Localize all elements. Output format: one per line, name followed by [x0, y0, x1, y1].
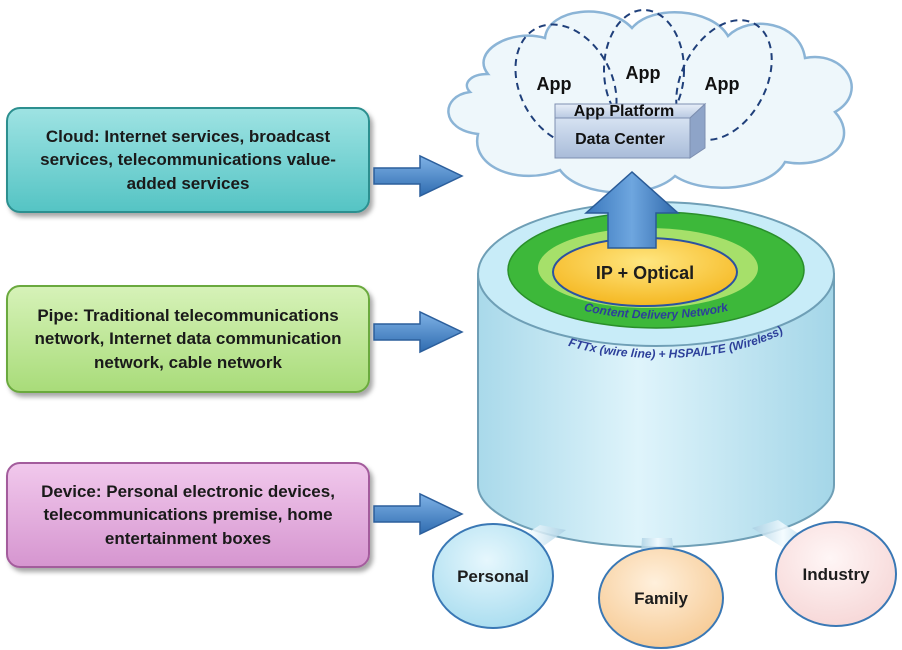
data-center-label: Data Center [575, 131, 665, 148]
cloud-layer-text: Cloud: Internet services, broadcast serv… [40, 126, 336, 193]
up-arrow [584, 170, 680, 249]
family-label: Family [634, 589, 688, 608]
app-platform-box [554, 102, 707, 159]
industry-label: Industry [802, 565, 870, 584]
device-layer-text: Device: Personal electronic devices, tel… [41, 481, 335, 548]
core-label: IP + Optical [596, 263, 694, 283]
cloud-arrow [373, 154, 464, 198]
personal-label: Personal [457, 567, 529, 586]
industry-circle [775, 521, 897, 627]
pipe-arrow [373, 310, 464, 354]
pipe-cylinder [477, 201, 835, 548]
app-platform-label: App Platform [574, 103, 674, 120]
pipe-layer-text: Pipe: Traditional telecommunications net… [34, 305, 342, 372]
device-layer-box: Device: Personal electronic devices, tel… [6, 462, 370, 568]
app-label-right: App [705, 74, 740, 94]
family-circle [598, 547, 724, 649]
app-label-middle: App [626, 63, 661, 83]
app-label-left: App [537, 74, 572, 94]
pipe-layer-box: Pipe: Traditional telecommunications net… [6, 285, 370, 393]
cloud-layer-box: Cloud: Internet services, broadcast serv… [6, 107, 370, 213]
device-arrow [373, 492, 464, 536]
app-oval-middle [603, 9, 685, 131]
cloud-shape [447, 10, 853, 194]
personal-circle [432, 523, 554, 629]
